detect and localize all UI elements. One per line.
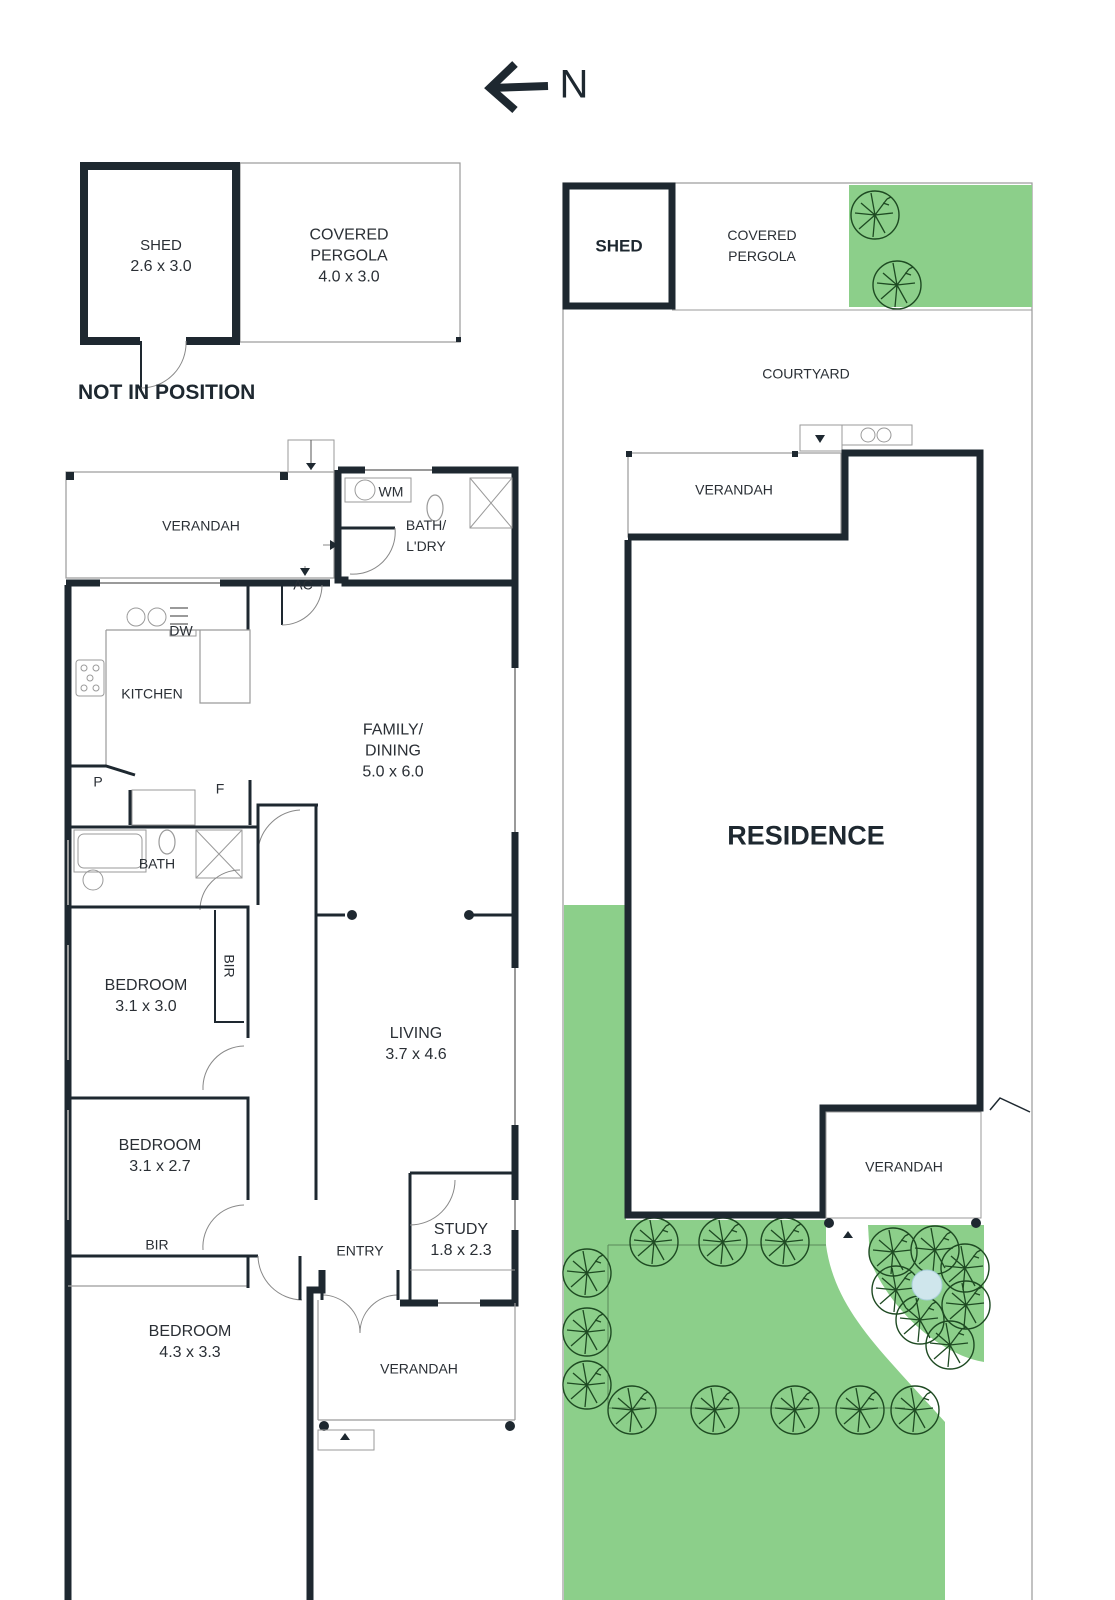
family-dining-2: DINING bbox=[365, 742, 421, 760]
shed-name: SHED bbox=[140, 237, 182, 254]
room-bedroom-2: BEDROOM 3.1 x 2.7 bbox=[119, 1135, 202, 1177]
room-entry: ENTRY bbox=[336, 1242, 384, 1259]
arrow-left-icon bbox=[484, 61, 549, 114]
family-dining-dims: 5.0 x 6.0 bbox=[362, 763, 424, 781]
label-dw: DW bbox=[169, 622, 193, 639]
site-pergola-1: COVERED bbox=[727, 227, 797, 243]
pergola-name-1: COVERED bbox=[309, 226, 389, 244]
label-wm: WM bbox=[378, 483, 404, 500]
room-bedroom-1: BEDROOM 3.1 x 3.0 bbox=[105, 975, 188, 1017]
study-dims: 1.8 x 2.3 bbox=[430, 1242, 492, 1259]
room-living: LIVING 3.7 x 4.6 bbox=[385, 1023, 446, 1065]
site-shed: SHED bbox=[595, 236, 643, 256]
bedroom-2-name: BEDROOM bbox=[118, 1137, 202, 1154]
label-pantry: P bbox=[93, 773, 103, 790]
site-pergola-2: PERGOLA bbox=[728, 248, 796, 264]
living-name: LIVING bbox=[389, 1025, 443, 1042]
label-fridge: F bbox=[215, 780, 225, 797]
site-verandah-front: VERANDAH bbox=[865, 1158, 943, 1175]
site-courtyard: COURTYARD bbox=[762, 365, 850, 382]
detached-pergola-label: COVERED PERGOLA 4.0 x 3.0 bbox=[309, 225, 388, 288]
bedroom-1-name: BEDROOM bbox=[104, 977, 188, 994]
family-dining-1: FAMILY/ bbox=[362, 721, 424, 739]
room-bath: BATH bbox=[138, 855, 176, 872]
bath-laundry-2: L'DRY bbox=[406, 538, 446, 554]
room-study: STUDY 1.8 x 2.3 bbox=[430, 1219, 491, 1261]
room-verandah-rear: VERANDAH bbox=[162, 517, 240, 534]
bedroom-1-dims: 3.1 x 3.0 bbox=[115, 998, 177, 1015]
not-in-position-note: NOT IN POSITION bbox=[78, 381, 256, 404]
site-residence: RESIDENCE bbox=[727, 820, 885, 851]
room-verandah-front: VERANDAH bbox=[380, 1360, 458, 1377]
pergola-name-2: PERGOLA bbox=[310, 247, 388, 265]
room-kitchen: KITCHEN bbox=[121, 685, 183, 702]
detached-shed-label: SHED 2.6 x 3.0 bbox=[130, 235, 191, 277]
room-bedroom-3: BEDROOM 4.3 x 3.3 bbox=[149, 1321, 232, 1363]
bedroom-3-name: BEDROOM bbox=[148, 1323, 232, 1340]
room-bath-laundry: BATH/ L'DRY bbox=[406, 515, 446, 557]
house-floor-plan bbox=[64, 439, 519, 1600]
shed-dims: 2.6 x 3.0 bbox=[130, 258, 192, 275]
label-ac: AC bbox=[293, 576, 313, 593]
site-pergola: COVERED PERGOLA bbox=[727, 225, 796, 267]
bath-laundry-1: BATH/ bbox=[405, 517, 447, 533]
detached-shed-pergola bbox=[80, 162, 461, 391]
label-bir-2: BIR bbox=[145, 1236, 169, 1253]
pergola-dims: 4.0 x 3.0 bbox=[318, 268, 380, 286]
study-name: STUDY bbox=[433, 1221, 489, 1238]
site-verandah-rear: VERANDAH bbox=[695, 481, 773, 498]
north-label: N bbox=[559, 62, 589, 107]
label-bir-1: BIR bbox=[221, 954, 238, 978]
site-plan bbox=[562, 182, 1033, 1600]
bedroom-3-dims: 4.3 x 3.3 bbox=[159, 1344, 221, 1361]
living-dims: 3.7 x 4.6 bbox=[385, 1046, 447, 1063]
room-family-dining: FAMILY/ DINING 5.0 x 6.0 bbox=[362, 720, 423, 783]
bedroom-2-dims: 3.1 x 2.7 bbox=[129, 1158, 191, 1175]
